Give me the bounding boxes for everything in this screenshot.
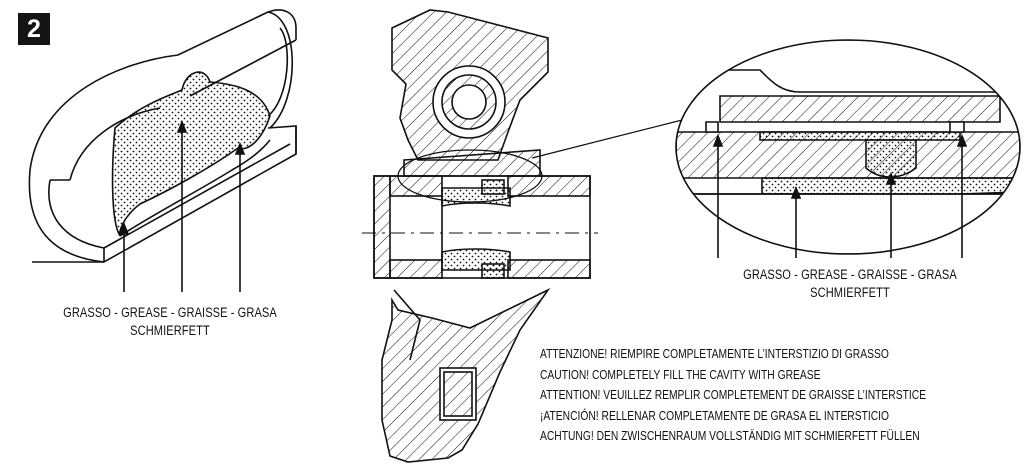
magnified-detail [675, 39, 1021, 258]
warning-text-block: ATTENZIONE! RIEMPIRE COMPLETAMENTE L’INT… [540, 344, 1008, 447]
step-number: 2 [27, 14, 41, 43]
grease-caption-left: GRASSO - GREASE - GRAISSE - GRASA SCHMIE… [47, 304, 293, 340]
warning-german: ACHTUNG! DEN ZWISCHENRAUM VOLLSTÄNDIG MI… [540, 428, 920, 443]
step-number-badge: 2 [18, 13, 50, 45]
caption-left-line2: SCHMIERFETT [130, 323, 210, 338]
warning-italian: ATTENZIONE! RIEMPIRE COMPLETAMENTE L’INT… [540, 346, 889, 361]
hub-cross-section [362, 9, 691, 463]
caption-left-line1: GRASSO - GREASE - GRAISSE - GRASA [63, 305, 277, 320]
grease-caption-right: GRASSO - GREASE - GRAISSE - GRASA SCHMIE… [727, 266, 973, 302]
tube-cutaway-figure [28, 9, 297, 292]
caption-right-line2: SCHMIERFETT [810, 285, 890, 300]
warning-french: ATTENTION! VEUILLEZ REMPLIR COMPLETEMENT… [540, 387, 927, 402]
warning-spanish: ¡ATENCIÓN! RELLENAR COMPLETAMENTE DE GRA… [540, 407, 890, 423]
warning-english: CAUTION! COMPLETELY FILL THE CAVITY WITH… [540, 366, 821, 382]
caption-right-line1: GRASSO - GREASE - GRAISSE - GRASA [743, 267, 957, 282]
